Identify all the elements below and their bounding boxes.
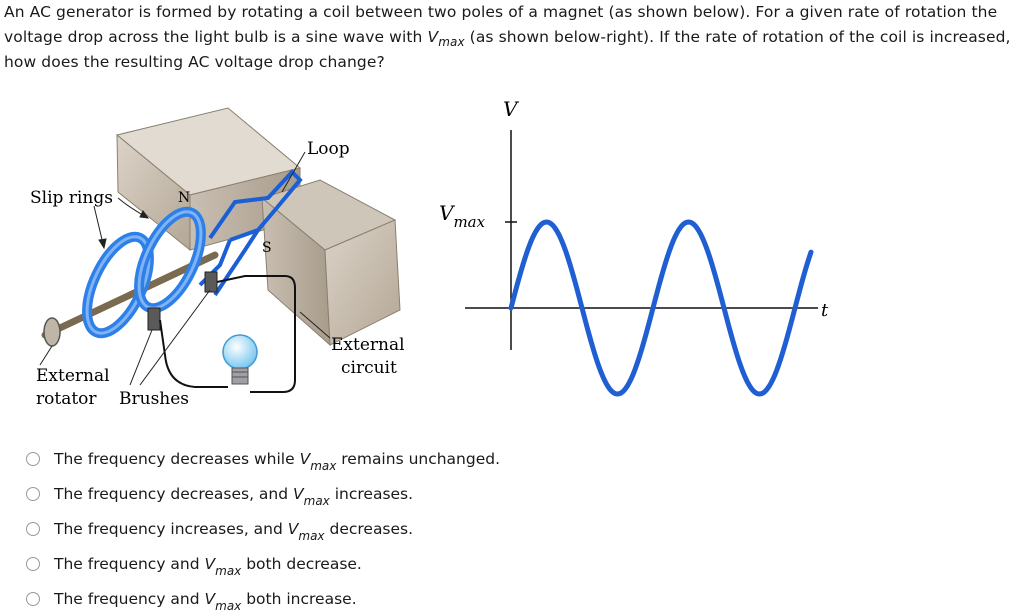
slip-rings [82, 206, 206, 339]
vmax-label: Vmax [439, 201, 486, 231]
x-axis-label: t [821, 300, 829, 321]
vmax-label-v: V [439, 201, 456, 225]
option-label: The frequency decreases, and Vmax increa… [54, 484, 414, 507]
external-rotator-label-line1: External [36, 366, 110, 386]
radio-button[interactable] [26, 451, 40, 466]
slip-rings-label: Slip rings [30, 188, 113, 208]
external-circuit-label-line2: circuit [341, 358, 397, 378]
south-pole-label: S [262, 240, 272, 256]
generator-figure: Loop Slip rings N S External circuit Ext… [30, 97, 829, 409]
shaft [41, 251, 219, 339]
option-text-b: decreases. [324, 519, 414, 538]
option-text-a: The frequency decreases, and [54, 484, 294, 503]
label-pointers [39, 151, 331, 386]
option-v: V [204, 554, 216, 573]
vmax-label-sub: max [453, 213, 485, 231]
option-v: V [204, 589, 216, 608]
vmax-subscript: max [438, 35, 465, 49]
option-text-a: The frequency and [54, 554, 205, 573]
option-text-b: increases. [329, 484, 414, 503]
option-text-a: The frequency and [54, 589, 205, 608]
answer-option-5[interactable]: The frequency and Vmax both increase. [26, 581, 500, 616]
brushes-label: Brushes [119, 389, 189, 409]
south-magnet [260, 179, 401, 347]
rotator-crank [43, 317, 61, 347]
question-part1: An AC generator is formed by rotating a … [4, 3, 998, 46]
option-v: V [293, 484, 304, 503]
option-v: V [299, 449, 311, 468]
answer-option-3[interactable]: The frequency increases, and Vmax decrea… [26, 511, 500, 546]
option-max: max [303, 493, 330, 508]
brush-lower [147, 307, 161, 331]
external-rotator-label-line2: rotator [36, 389, 97, 409]
option-v: V [287, 519, 299, 538]
option-text-b: remains unchanged. [336, 449, 501, 468]
vmax-symbol: V [427, 28, 439, 46]
option-label: The frequency increases, and Vmax decrea… [54, 519, 414, 542]
radio-button[interactable] [26, 486, 40, 501]
answer-option-4[interactable]: The frequency and Vmax both decrease. [26, 546, 500, 581]
external-circuit-wires [159, 275, 296, 393]
radio-button[interactable] [26, 591, 40, 606]
option-label: The frequency decreases while Vmax remai… [54, 449, 501, 472]
option-max: max [215, 598, 242, 613]
question-part2: (as shown below-right). If the rate of r… [4, 28, 1011, 71]
light-bulb [222, 334, 258, 385]
sine-wave [508, 219, 814, 397]
radio-button[interactable] [26, 521, 40, 536]
radio-button[interactable] [26, 556, 40, 571]
north-pole-label: N [178, 190, 190, 206]
option-max: max [215, 563, 242, 578]
loop-label: Loop [307, 139, 350, 159]
answer-option-1[interactable]: The frequency decreases while Vmax remai… [26, 441, 500, 476]
voltage-graph: V t Vmax [439, 97, 829, 397]
option-max: max [310, 458, 337, 473]
option-max: max [298, 528, 325, 543]
option-text-b: both decrease. [241, 554, 362, 573]
answer-option-2[interactable]: The frequency decreases, and Vmax increa… [26, 476, 500, 511]
external-circuit-label-line1: External [331, 335, 405, 355]
option-label: The frequency and Vmax both increase. [54, 589, 357, 612]
brush-upper [204, 271, 218, 293]
option-text-a: The frequency increases, and [54, 519, 288, 538]
question-text: An AC generator is formed by rotating a … [4, 0, 1020, 75]
option-label: The frequency and Vmax both decrease. [54, 554, 362, 577]
answer-options: The frequency decreases while Vmax remai… [26, 441, 500, 616]
option-text-a: The frequency decreases while [54, 449, 300, 468]
option-text-b: both increase. [241, 589, 357, 608]
y-axis-label: V [503, 97, 520, 121]
